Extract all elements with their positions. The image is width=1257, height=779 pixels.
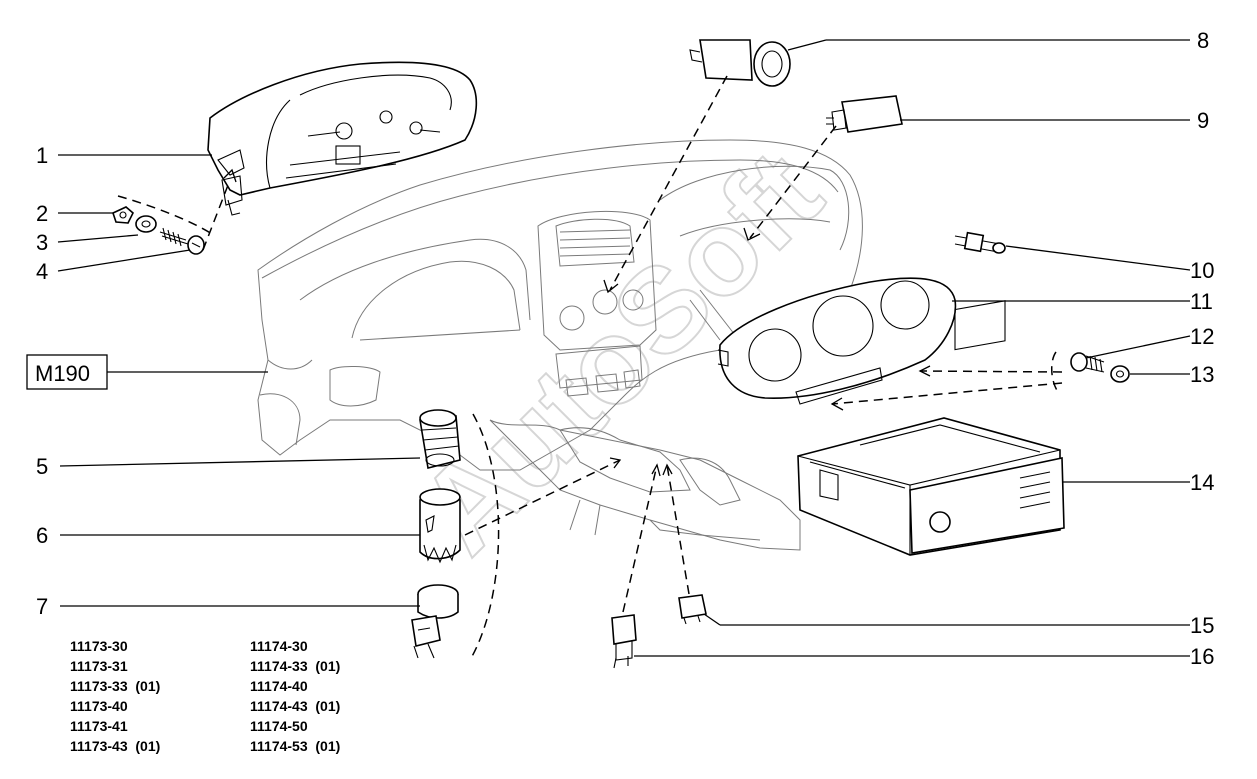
socket-7 xyxy=(411,584,459,659)
model-code-right-5: 11174-50 xyxy=(250,718,308,734)
callout-15: 15 xyxy=(1190,613,1214,638)
lighter-socket-5 xyxy=(419,409,461,469)
callout-labels: 1 2 3 4 5 6 7 8 9 10 11 12 13 14 15 16 xyxy=(36,28,1214,669)
model-code-right-2: 11174-33 (01) xyxy=(250,658,340,674)
switch-16 xyxy=(611,614,637,669)
model-code-left-1: 11173-30 xyxy=(70,638,128,654)
callout-13: 13 xyxy=(1190,362,1214,387)
screw-4 xyxy=(159,227,205,255)
callout-8: 8 xyxy=(1197,28,1209,53)
model-codes: 11173-30 11173-31 11173-33 (01) 11173-40… xyxy=(70,638,340,754)
callout-16: 16 xyxy=(1190,644,1214,669)
callout-5: 5 xyxy=(36,454,48,479)
callout-1: 1 xyxy=(36,143,48,168)
bulb-holder-10 xyxy=(954,231,1006,254)
model-code-right-3: 11174-40 xyxy=(250,678,308,694)
assembly-paths xyxy=(117,75,1063,661)
switch-9 xyxy=(826,95,903,133)
callout-6: 6 xyxy=(36,523,48,548)
callout-12: 12 xyxy=(1190,324,1214,349)
radio-14 xyxy=(797,300,1065,556)
callout-9: 9 xyxy=(1197,108,1209,133)
callout-10: 10 xyxy=(1190,258,1214,283)
model-code-left-4: 11173-40 xyxy=(70,698,128,714)
callout-14: 14 xyxy=(1190,470,1214,495)
washer-13 xyxy=(1110,365,1130,383)
callout-3: 3 xyxy=(36,230,48,255)
callout-2: 2 xyxy=(36,201,48,226)
leader-lines xyxy=(57,39,1191,657)
m190-label: M190 xyxy=(35,361,90,386)
switch-knob-8 xyxy=(689,39,791,87)
washer-3 xyxy=(135,215,157,233)
clip-2 xyxy=(112,206,134,224)
m190-label-box: M190 xyxy=(26,354,108,390)
model-code-left-2: 11173-31 xyxy=(70,658,128,674)
callout-7: 7 xyxy=(36,594,48,619)
instrument-cluster xyxy=(207,61,478,216)
callout-4: 4 xyxy=(36,259,48,284)
model-code-right-4: 11174-43 (01) xyxy=(250,698,340,714)
switch-15 xyxy=(678,594,707,625)
callout-11: 11 xyxy=(1190,289,1213,314)
dashboard-panel xyxy=(257,139,863,551)
cigarette-lighter-6 xyxy=(419,488,461,564)
model-code-left-3: 11173-33 (01) xyxy=(70,678,160,694)
model-code-right-6: 11174-53 (01) xyxy=(250,738,340,754)
screw-12 xyxy=(1070,352,1105,373)
model-code-right-1: 11174-30 xyxy=(250,638,308,654)
model-code-left-5: 11173-41 xyxy=(70,718,128,734)
cluster-bezel-11 xyxy=(717,277,957,405)
model-code-left-6: 11173-43 (01) xyxy=(70,738,160,754)
